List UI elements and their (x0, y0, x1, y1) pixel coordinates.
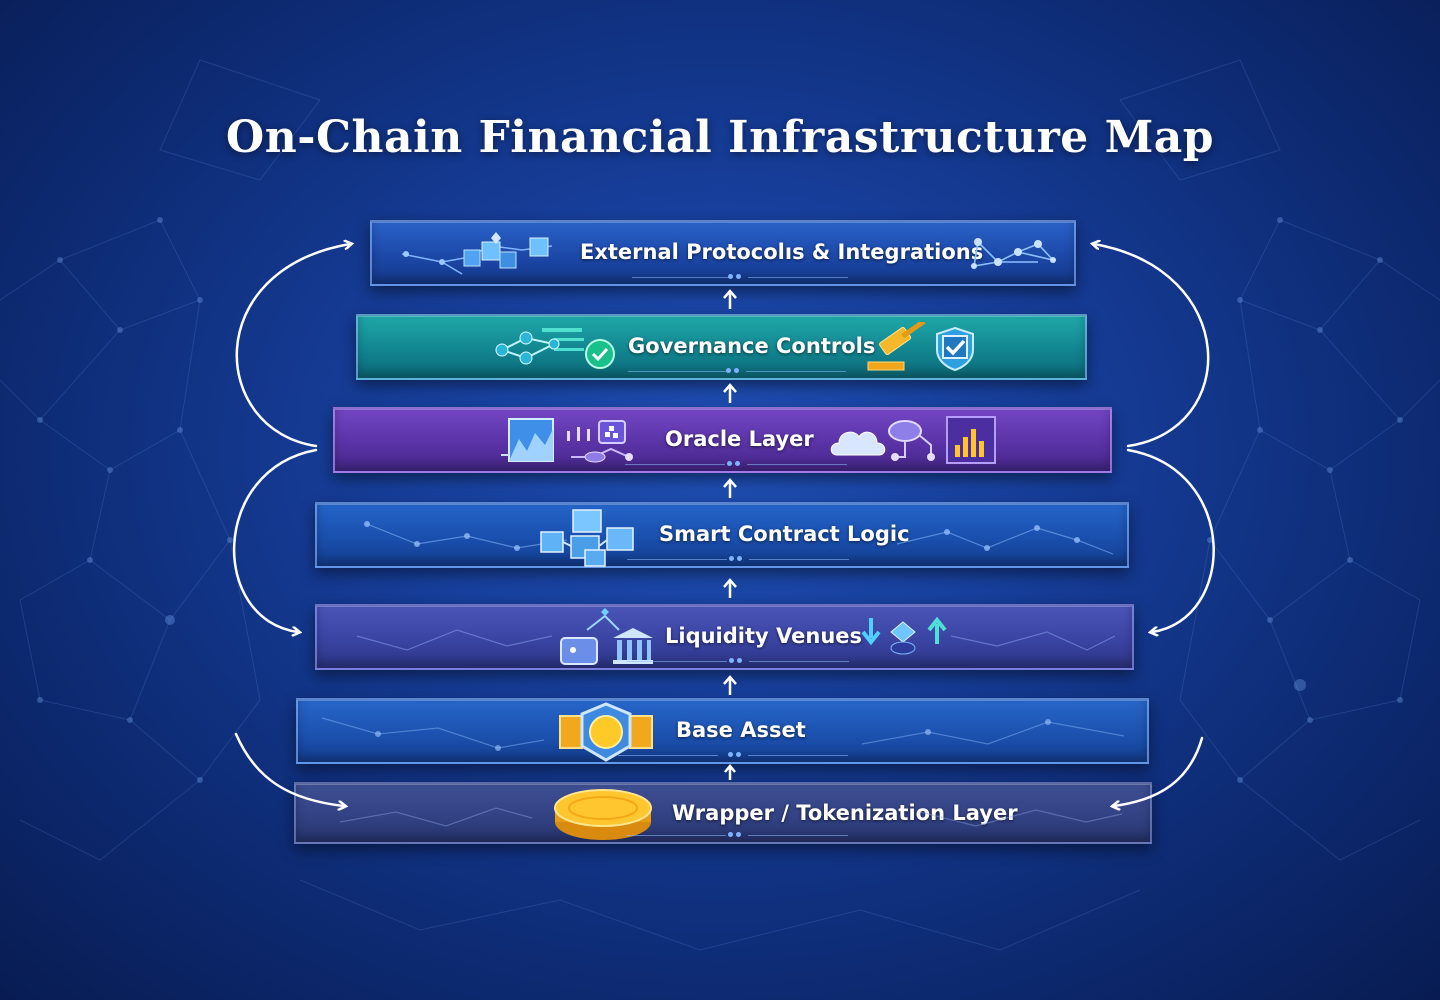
up-arrow-icon (723, 289, 737, 309)
data-feed-icon (567, 420, 633, 463)
layer-base-asset: Base Asset (296, 698, 1149, 764)
layer-wrapper-tokenization: Wrapper / Tokenization Layer (294, 782, 1152, 844)
layer-governance-controls: Governance Controls (356, 314, 1087, 380)
token-badge-icon (559, 702, 653, 762)
layer-label: Smart Contract Logic (659, 522, 910, 546)
layer-external-protocols: External Protocolıs & Integrations (370, 220, 1076, 286)
network-decoration (339, 807, 533, 827)
network-cubes-icon (402, 232, 553, 275)
network-decoration (950, 631, 1116, 651)
network-decoration (919, 809, 1123, 827)
up-arrow-icon (723, 383, 737, 403)
blocks-icon (540, 509, 634, 567)
layer-smart-contract-logic: Smart Contract Logic (315, 502, 1129, 568)
layer-liquidity-venues: Liquidity Venues (315, 604, 1134, 670)
network-decoration (861, 719, 1125, 745)
network-decoration (896, 525, 1114, 555)
up-arrow-icon (723, 578, 737, 598)
up-arrow-icon (723, 675, 737, 695)
network-decoration (321, 717, 545, 751)
layer-oracle: Oracle Layer (333, 407, 1112, 473)
gavel-icon (867, 322, 926, 371)
up-arrow-icon (723, 478, 737, 498)
layer-label: Governance Controls (628, 334, 876, 358)
network-decoration (356, 629, 553, 651)
layer-label: Wrapper / Tokenization Layer (672, 801, 1018, 825)
layer-label: Liquidity Venues (665, 624, 863, 648)
up-arrow-icon (724, 764, 736, 780)
wallet-bank-icon (560, 608, 653, 665)
layer-label: External Protocolıs & Integrations (580, 240, 984, 264)
network-decoration (364, 521, 568, 551)
cloud-network-icon (830, 420, 935, 461)
swap-arrows-icon (861, 616, 947, 655)
network-graph-icon (971, 238, 1056, 269)
node-checkmark-icon (495, 328, 615, 369)
bar-chart-icon (946, 416, 996, 464)
gold-coin-icon (554, 789, 652, 840)
layer-label: Base Asset (676, 718, 806, 742)
price-chart-icon (501, 418, 554, 462)
page-title: On-Chain Financial Infrastructure Map (225, 112, 1215, 163)
layer-label: Oracle Layer (665, 427, 814, 451)
shield-check-icon (936, 326, 974, 372)
